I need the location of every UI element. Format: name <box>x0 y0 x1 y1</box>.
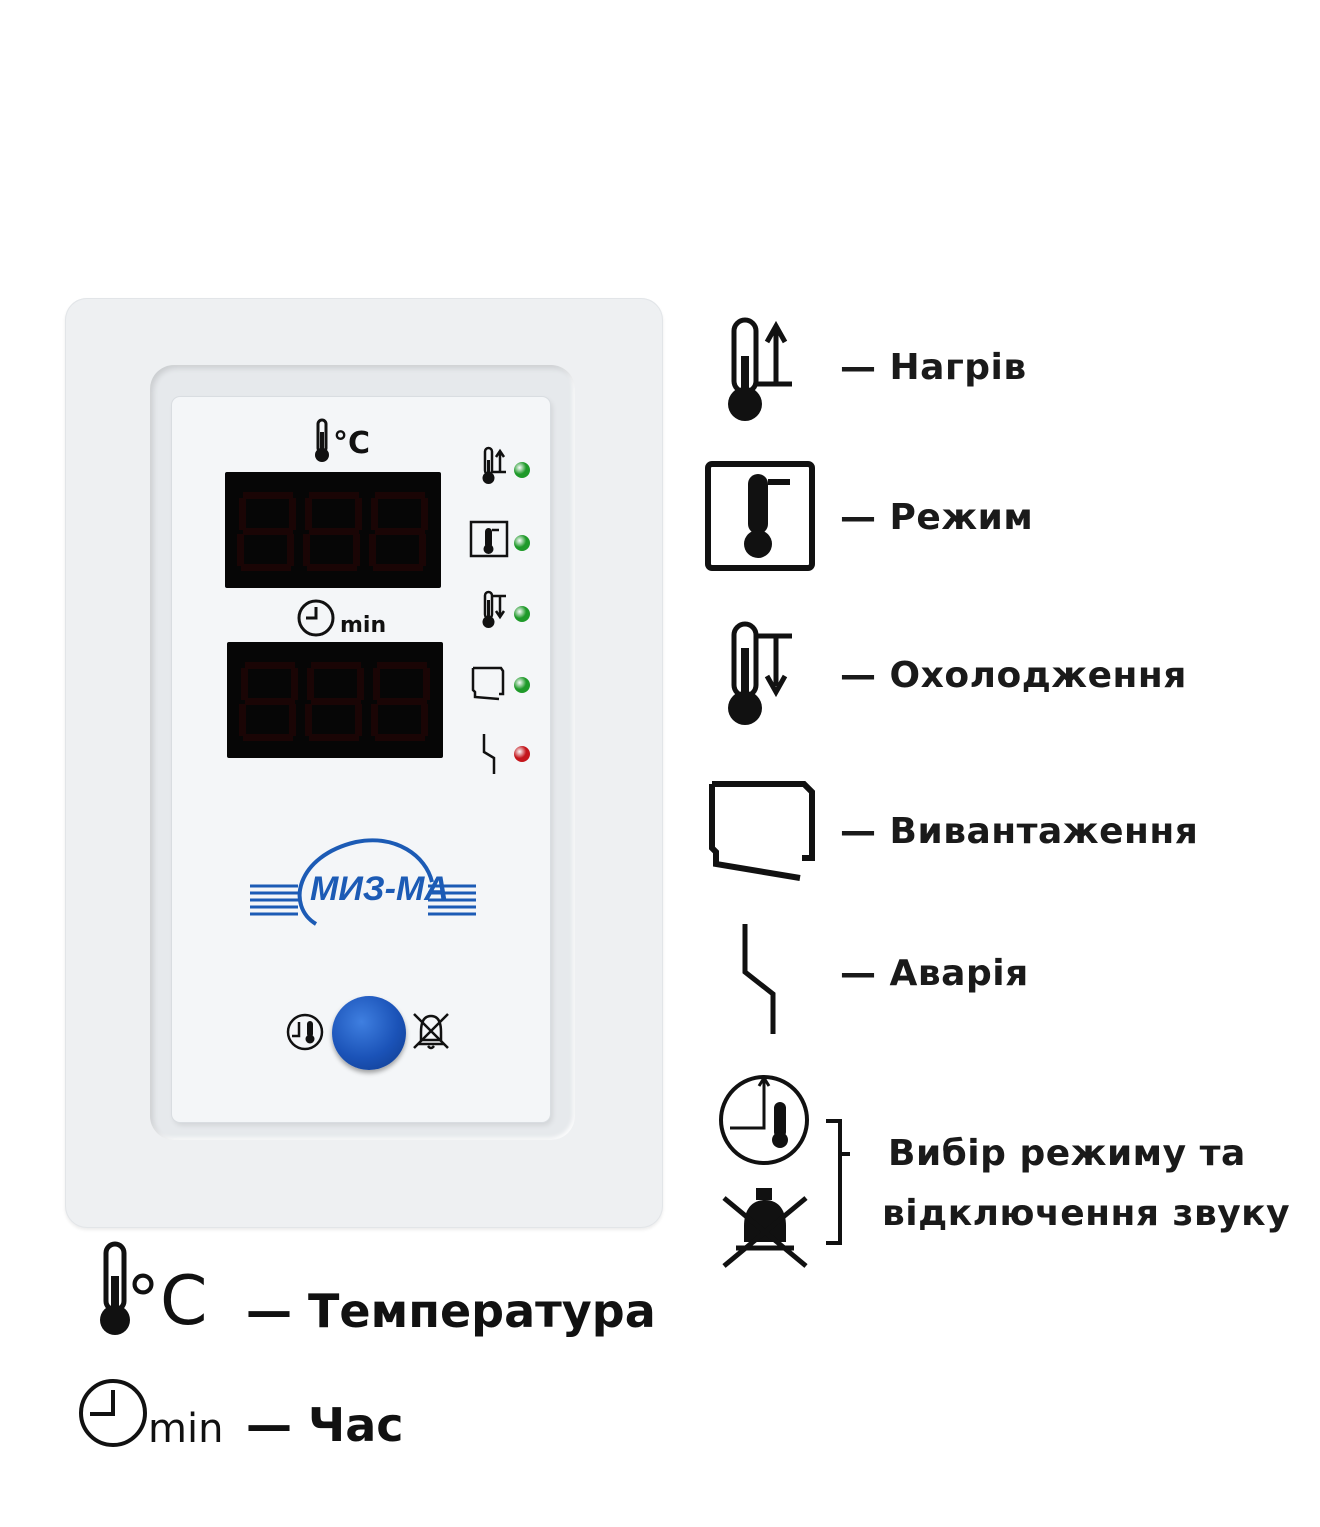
mode-select-button[interactable] <box>332 996 406 1070</box>
brand-logo <box>250 838 476 926</box>
time-unit-large: min <box>148 1406 224 1452</box>
alarm-icon-small <box>482 734 496 774</box>
thermometer-icon-large <box>100 1241 130 1335</box>
display-digits <box>237 492 428 571</box>
bracket <box>826 1119 850 1245</box>
unloading-icon-small <box>471 666 505 701</box>
legend-mode: — Режим <box>840 497 1034 538</box>
clock-icon <box>297 599 335 637</box>
mode-icon <box>705 461 815 571</box>
clock-icon-large <box>79 1379 147 1447</box>
led-heating <box>514 462 530 478</box>
cooling-icon-small <box>482 590 506 628</box>
time-unit-label: min <box>340 613 387 638</box>
legend-temperature: — Температура <box>246 1284 656 1338</box>
led-alarm <box>514 746 530 762</box>
led-cooling <box>514 606 530 622</box>
clock-thermometer-icon-small <box>286 1013 324 1051</box>
heating-icon <box>728 317 792 421</box>
led-unloading <box>514 677 530 693</box>
temperature-display <box>225 472 441 588</box>
time-display <box>227 642 443 758</box>
mute-bell-icon <box>722 1188 808 1268</box>
legend-alarm: — Аварія <box>840 953 1029 994</box>
temp-unit-label: °C <box>333 426 371 461</box>
legend-cooling: — Охолодження <box>840 655 1187 696</box>
brand-name: МИЗ-МА <box>310 870 449 908</box>
legend-select-line2: відключення звуку <box>882 1193 1291 1234</box>
thermometer-icon <box>315 418 329 462</box>
unloading-icon <box>709 781 815 881</box>
legend-heating: — Нагрів <box>840 347 1027 388</box>
alarm-icon <box>742 924 776 1034</box>
temp-unit-large: °C <box>126 1262 208 1341</box>
legend-select-line1: Вибір режиму та <box>888 1133 1246 1174</box>
clock-thermometer-icon <box>719 1075 809 1165</box>
legend-time: — Час <box>246 1398 404 1452</box>
mute-bell-icon-small <box>413 1013 449 1050</box>
cooling-icon <box>728 621 792 725</box>
legend-unloading: — Вивантаження <box>840 811 1199 852</box>
led-mode <box>514 535 530 551</box>
heating-icon-small <box>482 446 506 484</box>
mode-icon-small <box>469 520 509 558</box>
